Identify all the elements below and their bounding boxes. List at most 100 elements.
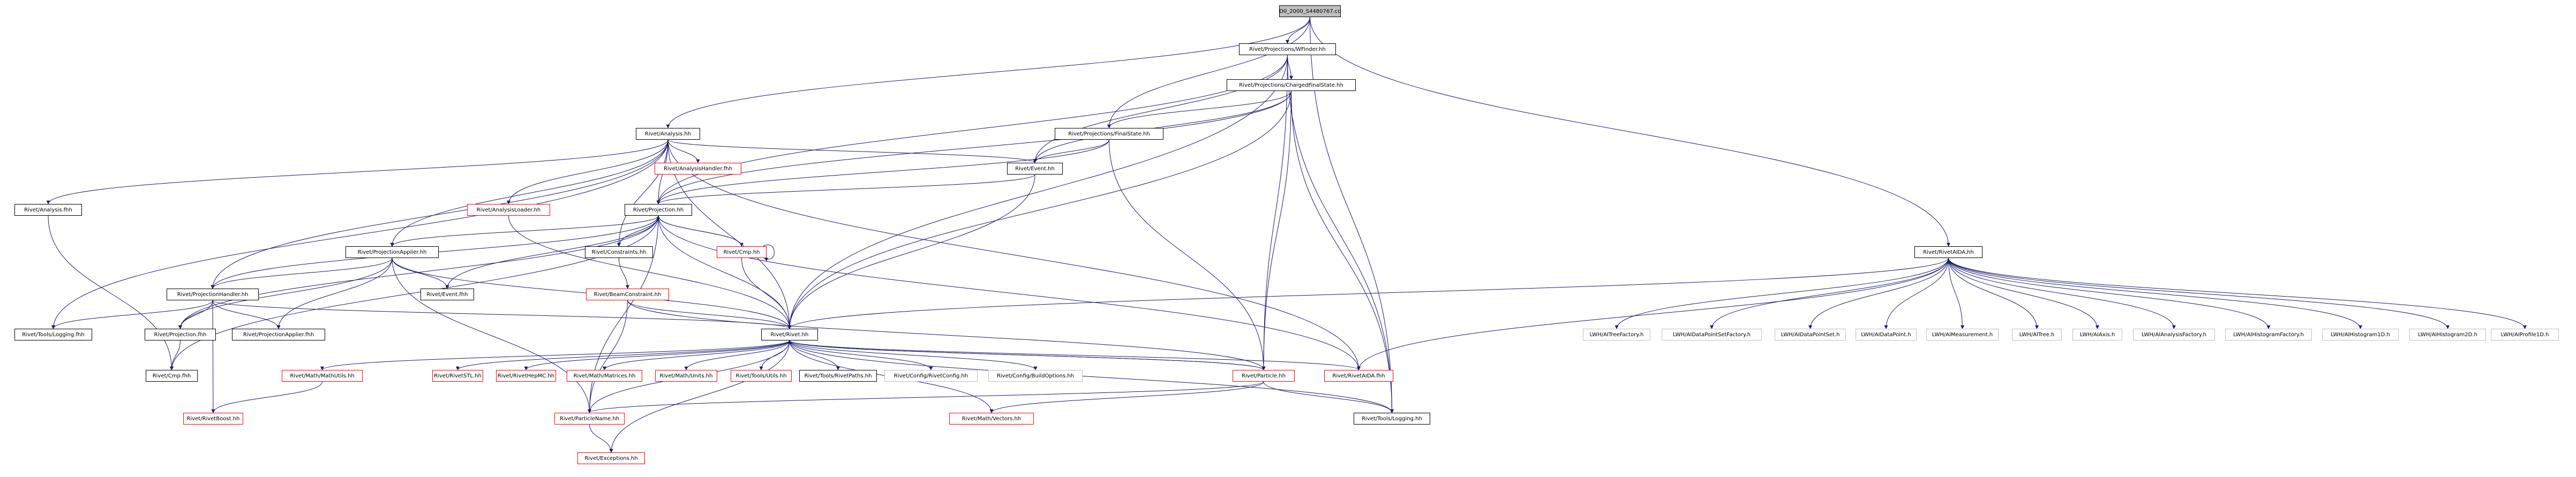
node-toolsutils[interactable]: Rivet/Tools/Utils.hh <box>731 370 792 382</box>
edge-root-to-analysis <box>666 17 1310 128</box>
node-constraints[interactable]: Rivet/Constraints.hh <box>585 246 653 258</box>
edge-particle-to-toolslogging <box>1263 381 1394 413</box>
node-treefactory[interactable]: LWH/AITreeFactory.h <box>1583 329 1650 340</box>
node-projection[interactable]: Rivet/Projection.hh <box>625 204 692 216</box>
node-root[interactable]: D0_2000_S4480767.cc <box>1279 5 1341 17</box>
node-hist2d[interactable]: LWH/AIHistogram2D.h <box>2409 329 2486 340</box>
edge-analysisfhh-to-cmpfhh <box>48 215 174 370</box>
edge-beamconstraint-to-particle <box>627 300 1266 370</box>
edge-cmphh-to-cmphh <box>763 245 775 261</box>
node-projhandler[interactable]: Rivet/ProjectionHandler.hh <box>167 289 259 300</box>
node-particle[interactable]: Rivet/Particle.hh <box>1233 370 1295 382</box>
node-dps[interactable]: LWH/AIDataPointSet.h <box>1775 329 1846 340</box>
node-toolslogging[interactable]: Rivet/Tools/Logging.hh <box>1354 413 1430 425</box>
node-chargedfs[interactable]: Rivet/Projections/ChargedFinalState.hh <box>1227 79 1356 91</box>
edge-projapplier-to-eventfhh <box>392 258 449 289</box>
node-cmpfhh[interactable]: Rivet/Cmp.fhh <box>146 370 198 382</box>
node-rivetconfig[interactable]: Rivet/Config/RivetConfig.hh <box>884 370 978 382</box>
edge-projection-to-eventfhh <box>445 215 659 289</box>
edge-projection-to-constraints <box>617 215 659 247</box>
node-particlename[interactable]: Rivet/ParticleName.hh <box>554 413 625 425</box>
node-event[interactable]: Rivet/Event.hh <box>1007 163 1063 175</box>
node-rivethepmc[interactable]: Rivet/RivetHepMC.hh <box>496 370 556 382</box>
edge-rivetaida-to-measurement <box>1948 258 1964 329</box>
edge-projfhh-to-cmpfhh <box>170 340 181 370</box>
node-projapplier[interactable]: Rivet/ProjectionApplier.hh <box>346 246 439 258</box>
node-toolslogfhh[interactable]: Rivet/Tools/Logging.fhh <box>14 329 92 340</box>
edge-wfinder-to-particle <box>1261 55 1288 370</box>
edge-analysis-to-analysishandler <box>667 139 700 163</box>
node-axis[interactable]: LWH/AIAxis.h <box>2072 329 2122 340</box>
edge-wfinder-to-event <box>1033 55 1288 163</box>
node-projfhh[interactable]: Rivet/Projection.fhh <box>145 329 216 340</box>
node-tree[interactable]: LWH/AITree.h <box>2012 329 2062 340</box>
node-rivetaida[interactable]: Rivet/RivetAIDA.hh <box>1914 246 1982 258</box>
edge-finalstate-to-particle <box>1109 139 1266 370</box>
edge-beamconstraint-to-particlename <box>588 300 628 413</box>
node-cmphh[interactable]: Rivet/Cmp.hh <box>717 246 767 258</box>
edge-rivethh-to-exceptions <box>609 340 790 453</box>
edge-root-to-wfinder <box>1286 17 1310 44</box>
edge-finalstate-to-event <box>1033 139 1109 163</box>
node-rivetpaths[interactable]: Rivet/Tools/RivetPaths.hh <box>799 370 877 382</box>
node-projapplierfhh[interactable]: Rivet/ProjectionApplier.fhh <box>232 329 325 340</box>
edge-analysis-to-projapplier <box>390 139 669 247</box>
edge-rivethh-to-matrices <box>603 340 790 370</box>
edge-rivetaida-to-histfactory <box>1948 258 2271 329</box>
node-vectors[interactable]: Rivet/Math/Vectors.hh <box>949 413 1034 425</box>
node-dpsfactory[interactable]: LWH/AIDataPointSetFactory.h <box>1662 329 1762 340</box>
edge-projapplier-to-projhandler <box>211 258 393 289</box>
edge-rivetaida-to-rivethh <box>787 258 1949 329</box>
node-rivetboost[interactable]: Rivet/RivetBoost.hh <box>183 413 243 425</box>
edge-rivethh-to-rivetconfig <box>789 340 933 370</box>
node-matrices[interactable]: Rivet/Math/Matrices.hh <box>567 370 642 382</box>
edge-wfinder-to-projection <box>656 55 1288 205</box>
node-rivetaidafhh[interactable]: Rivet/RivetAIDA.fhh <box>1324 370 1393 382</box>
edge-mathutils-to-rivetboost <box>211 381 322 413</box>
edge-rivetaida-to-dpsfactory <box>1710 258 1949 329</box>
node-analysis[interactable]: Rivet/Analysis.hh <box>636 128 700 140</box>
node-mathutils[interactable]: Rivet/Math/MathUtils.hh <box>282 370 363 382</box>
edge-analysis-to-toolslogfhh <box>51 139 669 329</box>
edge-analysisloader-to-rivethh <box>508 215 792 329</box>
node-analysishandler[interactable]: Rivet/AnalysisHandler.fhh <box>655 163 741 175</box>
edge-rivethh-to-rivetaidafhh <box>789 340 1361 370</box>
edge-rivetaida-to-profile1d <box>1948 258 2527 329</box>
edge-analysis-to-analysisloader <box>507 139 669 205</box>
edge-rivetaida-to-analysisfactory <box>1948 258 2176 329</box>
edge-analysis-to-event <box>667 139 1037 163</box>
node-wfinder[interactable]: Rivet/Projections/WFinder.hh <box>1239 43 1336 55</box>
node-rivetstl[interactable]: Rivet/RivetSTL.hh <box>432 370 483 382</box>
node-analysisloader[interactable]: Rivet/AnalysisLoader.hh <box>467 204 550 216</box>
edge-root-to-rivetaida <box>1310 17 1950 247</box>
node-measurement[interactable]: LWH/AIMeasurement.h <box>1926 329 1999 340</box>
edge-analysis-to-constraints <box>617 139 669 247</box>
node-units[interactable]: Rivet/Math/Units.hh <box>655 370 717 382</box>
edge-wfinder-to-rivethh <box>787 55 1288 329</box>
node-exceptions[interactable]: Rivet/Exceptions.hh <box>577 452 645 464</box>
node-eventfhh[interactable]: Rivet/Event.fhh <box>420 289 474 300</box>
edge-rivethh-to-mathutils <box>320 340 790 370</box>
node-dp[interactable]: LWH/AIDataPoint.h <box>1856 329 1917 340</box>
edge-particle-to-rivethh <box>787 340 1264 370</box>
edge-particle-to-vectors <box>989 381 1264 413</box>
node-analysisfactory[interactable]: LWH/AIAnalysisFactory.h <box>2133 329 2215 340</box>
node-finalstate[interactable]: Rivet/Projections/FinalState.hh <box>1055 128 1163 140</box>
edge-constraints-to-beamconstraint <box>619 258 629 289</box>
edge-projection-to-particlename <box>588 215 659 413</box>
edge-particlename-to-exceptions <box>589 424 613 453</box>
node-buildoptions[interactable]: Rivet/Config/BuildOptions.hh <box>988 370 1083 382</box>
node-hist1d[interactable]: LWH/AIHistogram1D.h <box>2322 329 2399 340</box>
edge-finalstate-to-projection <box>656 139 1109 205</box>
edge-cmphh-to-rivethh <box>741 258 792 329</box>
edge-analysis-to-rivetaidafhh <box>667 139 1361 370</box>
node-rivethh[interactable]: Rivet/Rivet.hh <box>761 329 818 340</box>
edge-projapplier-to-projapplierfhh <box>276 258 393 329</box>
node-histfactory[interactable]: LWH/AIHistogramFactory.h <box>2225 329 2312 340</box>
node-beamconstraint[interactable]: Rivet/BeamConstraint.hh <box>586 289 669 300</box>
node-analysisfhh[interactable]: Rivet/Analysis.fhh <box>14 204 82 216</box>
edge-rivethh-to-toolslogging <box>789 340 1394 413</box>
edge-rivetaida-to-axis <box>1948 258 2099 329</box>
node-profile1d[interactable]: LWH/AIProfile1D.h <box>2491 329 2559 340</box>
